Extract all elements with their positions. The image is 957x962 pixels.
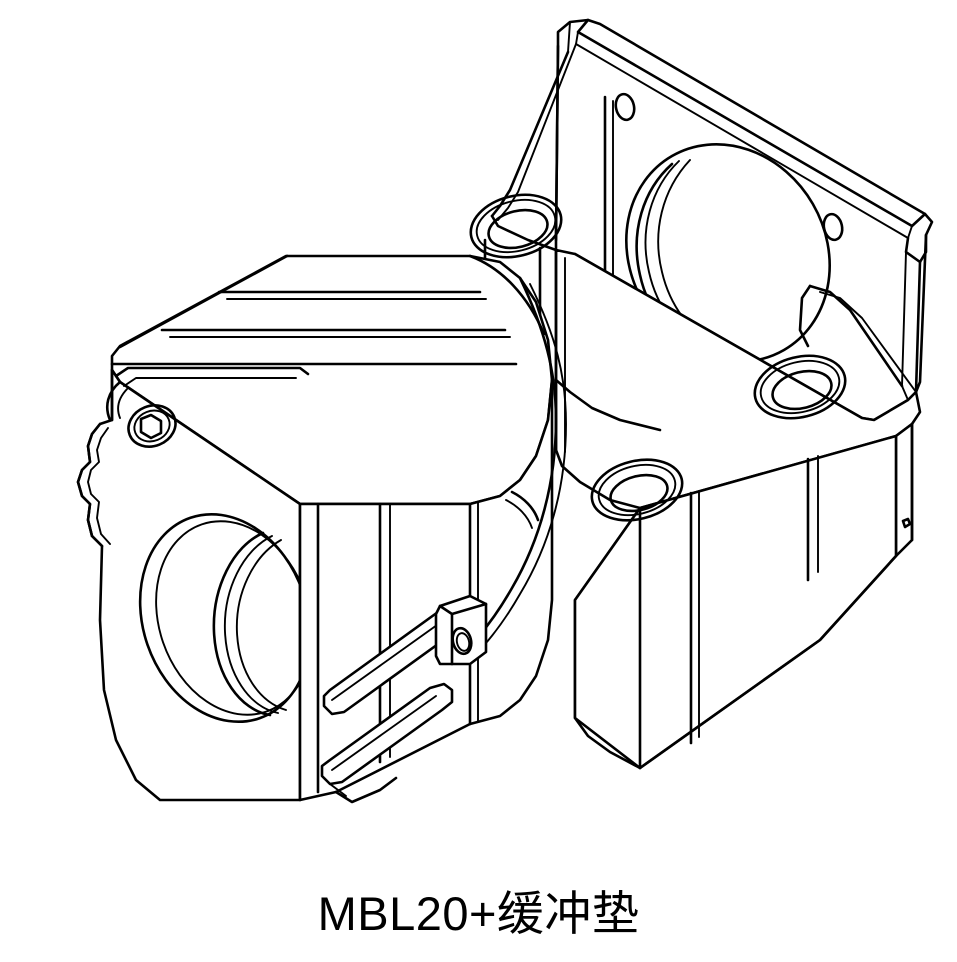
hex-socket-screw: [127, 404, 177, 448]
bracket-right-edge-fold: [914, 260, 922, 394]
counterbore-hole-upper-left: [469, 193, 563, 259]
barrel-cap-transition-arc-b: [473, 283, 567, 657]
bracket-right-gusset-rib-base: [798, 284, 812, 348]
cylinder-assembly: [76, 254, 567, 802]
technical-drawing-canvas: [76, 18, 934, 804]
bracket-base-right-face: [894, 422, 914, 558]
cylinder-bore-depth-arc-c: [235, 539, 287, 711]
counterbore-right-mid: [759, 359, 841, 415]
bracket-top-chamfer: [576, 18, 927, 228]
side-groove-channel: [114, 366, 310, 378]
isometric-part-drawing: [76, 18, 934, 804]
end-cap-notch-profile: [76, 422, 104, 548]
bracket-left-vertical-edge-inner: [567, 21, 571, 53]
counterbore-right-inner: [771, 369, 833, 411]
hex-screw-socket: [139, 413, 163, 440]
buffer-rail-lower-inner: [331, 695, 437, 771]
buffer-rail-lower: [320, 682, 454, 786]
counterbore-right-outer: [753, 354, 847, 420]
buffer-end-block-hole: [451, 626, 473, 656]
drawing-caption: MBL20+缓冲垫: [317, 887, 640, 940]
mounting-bracket: [469, 18, 934, 770]
counterbore-front-mid: [597, 463, 677, 517]
bracket-right-gusset-rib-edge: [819, 291, 917, 393]
side-groove-left-end: [106, 380, 122, 422]
buffer-foot-tab-outline: [334, 776, 398, 804]
counterbore-hole-right: [753, 354, 847, 420]
counterbore-upper-left-inner: [487, 208, 549, 250]
barrel-groove-right-end-b: [505, 499, 533, 529]
barrel-cap-transition-arc: [464, 276, 558, 652]
bracket-left-gusset-rib-edge: [497, 43, 577, 221]
hex-screw-rim: [133, 409, 171, 443]
base-locating-nub: [901, 517, 912, 529]
cylinder-side-detail: [106, 366, 540, 529]
base-front-bottom-edge: [638, 554, 898, 770]
bracket-base-left-face: [573, 506, 642, 770]
counterbore-hole-front: [590, 458, 684, 522]
bracket-right-gusset-rib: [808, 284, 904, 388]
hex-screw-outer: [127, 404, 177, 448]
barrel-shoulder-curve: [468, 254, 546, 336]
cylinder-bore-depth-arc-b: [224, 535, 279, 714]
buffer-rail-upper-inner: [331, 619, 445, 701]
cylinder-top-front-break: [118, 254, 289, 349]
buffer-end-block-hole-inner: [455, 632, 471, 652]
counterbore-front-inner: [609, 473, 669, 513]
bracket-top-chamfer-inner: [575, 31, 913, 239]
buffer-pad-assembly: [320, 594, 488, 804]
cylinder-bore-depth-arc-a: [212, 531, 272, 717]
side-groove-left-end-b: [117, 387, 129, 419]
pin-hole-upper-left: [614, 92, 636, 122]
counterbore-front-outer: [590, 458, 684, 522]
side-groove-channel-b: [123, 377, 297, 387]
barrel-groove-right-end: [510, 490, 540, 522]
buffer-foot-tab-outline-b: [329, 783, 347, 797]
counterbore-upper-left-outer: [469, 193, 563, 259]
counterbore-upper-left-mid: [475, 198, 557, 254]
end-cap-notch-profile-inner: [87, 427, 111, 545]
